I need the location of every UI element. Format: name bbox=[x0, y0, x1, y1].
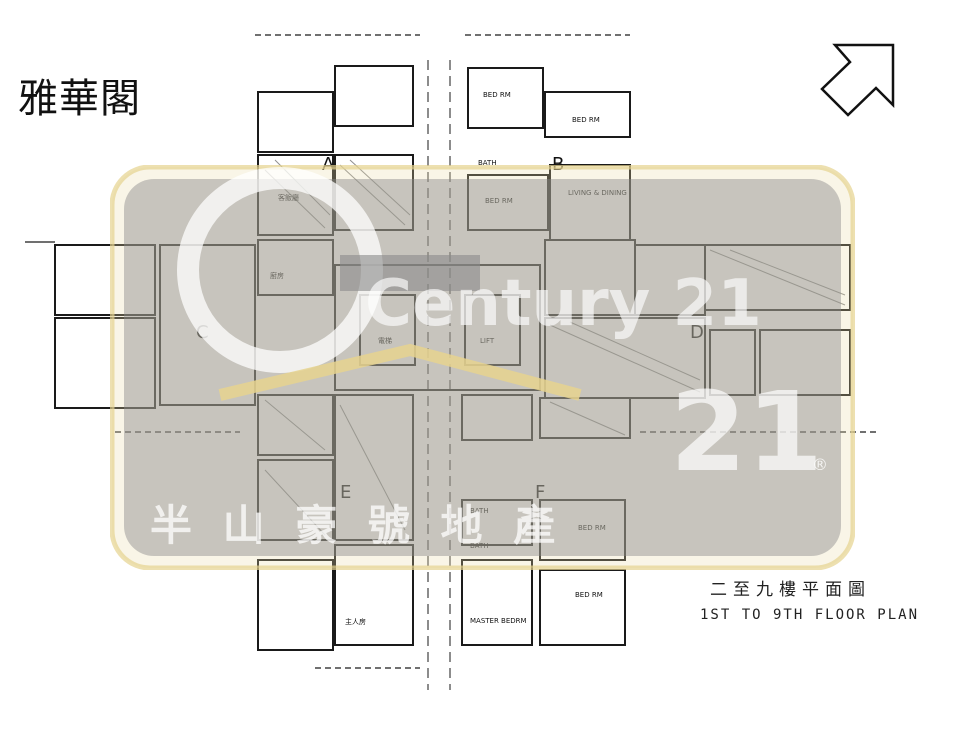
room-bath-3: BATH bbox=[470, 542, 489, 550]
room-bed-rm-4: BED RM bbox=[578, 524, 606, 532]
room-bed-rm-2: BED RM bbox=[572, 116, 600, 124]
floor-plan-caption-zh: 二至九樓平面圖 bbox=[710, 580, 871, 600]
room-lift: LIFT bbox=[480, 337, 495, 345]
room-living-zh: 客飯廳 bbox=[278, 193, 299, 202]
room-bed-rm-3: BED RM bbox=[485, 197, 513, 205]
wing-e-label: E bbox=[340, 482, 351, 503]
north-arrow-icon bbox=[820, 43, 895, 117]
room-bath-1: BATH bbox=[478, 159, 497, 167]
room-bath-2: BATH bbox=[470, 507, 489, 515]
room-master-bedroom: MASTER BEDRM bbox=[470, 617, 527, 625]
wing-c-label: C bbox=[196, 322, 209, 343]
room-bed-rm-1: BED RM bbox=[483, 91, 511, 99]
room-bedroom-zh: 主人房 bbox=[345, 617, 366, 626]
wing-b-label: B bbox=[552, 154, 564, 175]
room-bed-rm-5: BED RM bbox=[575, 591, 603, 599]
building-title: 雅華閣 bbox=[18, 76, 141, 122]
floor-plan-caption-en: 1ST TO 9TH FLOOR PLAN bbox=[700, 607, 920, 623]
wing-f-label: F bbox=[535, 482, 545, 503]
room-living-dining: LIVING & DINING bbox=[568, 189, 627, 197]
room-lobby: 電梯 bbox=[378, 336, 392, 345]
room-kitchen: 廚房 bbox=[270, 271, 284, 280]
wing-a-label: A bbox=[322, 154, 335, 175]
wing-d-label: D bbox=[690, 322, 704, 343]
